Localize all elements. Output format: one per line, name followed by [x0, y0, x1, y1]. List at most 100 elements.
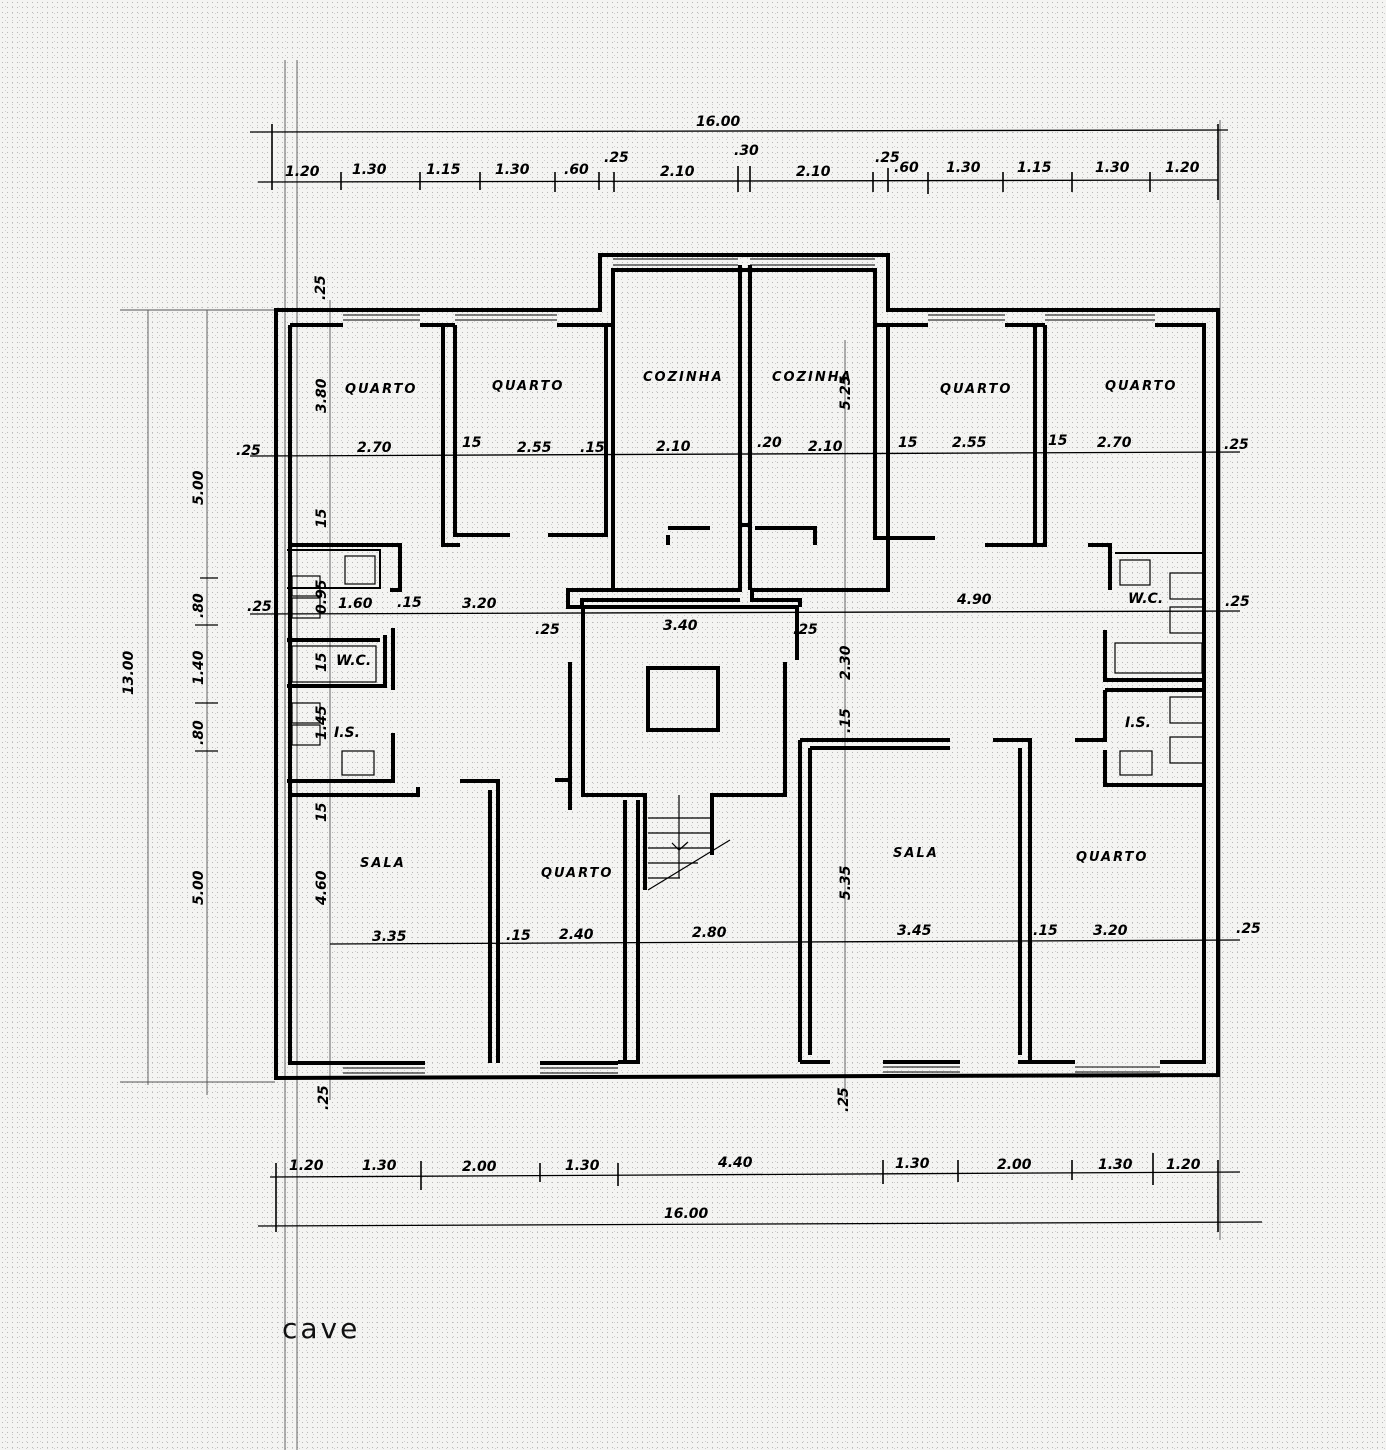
room-label-quarto-4: QUARTO	[1105, 379, 1177, 394]
room-label-sala-right: SALA	[893, 846, 939, 861]
dim-label: .25	[313, 275, 329, 300]
exterior-walls	[274, 253, 1220, 1081]
dim-label: 2.30	[838, 645, 854, 680]
dim-label: 2.10	[808, 439, 843, 455]
left-total-dimension: 13.00	[121, 650, 137, 695]
bathtub-icon	[291, 645, 377, 683]
bottom-dim-9: 1.20	[1166, 1157, 1201, 1173]
dim-label: 3.40	[663, 618, 698, 634]
dim-label: 3.20	[462, 596, 497, 612]
bottom-dim-7: 2.00	[997, 1157, 1032, 1173]
window	[540, 1067, 618, 1074]
dim-label: 15	[314, 802, 330, 822]
bottom-total-dimension: 16.00	[664, 1206, 709, 1222]
window	[1045, 314, 1155, 321]
bottom-dim-6: 1.30	[895, 1156, 930, 1172]
room-label-quarto-3: QUARTO	[940, 382, 1012, 397]
dim-label: .25	[836, 1087, 852, 1112]
window	[343, 1067, 425, 1074]
toilet-icon	[291, 575, 321, 619]
dim-label: .25	[1236, 921, 1261, 937]
dim-label: .25	[247, 599, 272, 615]
dim-label: 2.55	[517, 440, 552, 456]
top-dim-10: .25	[875, 150, 900, 166]
top-dim-7: 2.10	[660, 164, 695, 180]
bottom-dimension-chain: 1.20 1.30 2.00 1.30 4.40 1.30 2.00 1.30 …	[257, 1153, 1263, 1232]
room-label-quarto-5: QUARTO	[541, 866, 613, 881]
toilet-icon	[1169, 696, 1205, 764]
room-label-is-left: I.S.	[334, 725, 360, 741]
top-dim-15: 1.20	[1165, 160, 1200, 176]
window	[613, 258, 738, 266]
top-dim-12: 1.30	[946, 160, 981, 176]
dim-label: 2.70	[357, 440, 392, 456]
window	[1075, 1066, 1160, 1073]
dim-label: .15	[506, 928, 531, 944]
room-labels: QUARTO QUARTO COZINHA COZINHA QUARTO QUA…	[334, 370, 1177, 881]
dim-label: 2.70	[1097, 435, 1132, 451]
top-dimension-chain: 16.00 1.20 1.30 1.15 1.30 .60 .25 2.10 .…	[249, 114, 1229, 200]
dim-label: .15	[838, 708, 854, 733]
dim-label: 3.45	[897, 923, 932, 939]
window	[750, 258, 875, 266]
window	[928, 314, 1005, 321]
bottom-dim-1: 1.20	[289, 1158, 324, 1174]
bottom-dim-4: 1.30	[565, 1158, 600, 1174]
dim-label: .15	[397, 595, 422, 611]
bottom-dim-3: 2.00	[462, 1159, 497, 1175]
room-label-quarto-6: QUARTO	[1076, 850, 1148, 865]
top-dim-6: .25	[604, 150, 629, 166]
top-dim-1: 1.20	[285, 164, 320, 180]
fixtures	[291, 555, 1205, 891]
dim-label: 2.55	[952, 435, 987, 451]
basin-icon	[1119, 750, 1153, 776]
room-label-sala-left: SALA	[360, 856, 406, 871]
dim-label: 5.35	[838, 865, 854, 900]
top-ticks	[340, 166, 1151, 194]
top-dim-13: 1.15	[1017, 160, 1052, 176]
dim-label: 3.20	[1093, 923, 1128, 939]
bathtub-icon	[1114, 642, 1203, 674]
interior-dimension-lines	[249, 451, 1241, 945]
dim-label: .25	[236, 443, 261, 459]
top-dim-8: .30	[734, 143, 759, 159]
dim-label: 3.35	[372, 929, 407, 945]
left-dim-upper: 5.00	[191, 470, 207, 505]
dim-label: .25	[1224, 437, 1249, 453]
window	[455, 314, 557, 321]
top-dim-5: .60	[564, 162, 589, 178]
dim-label: 15	[1048, 433, 1068, 449]
top-dim-4: 1.30	[495, 162, 530, 178]
staircase-icon	[647, 795, 731, 891]
room-label-wc-left: W.C.	[336, 653, 371, 669]
drawing-caption: cave	[282, 1312, 361, 1345]
left-dim-lower: 5.00	[191, 870, 207, 905]
top-total-dimension: 16.00	[696, 114, 741, 130]
dim-label: 0.95	[314, 579, 330, 614]
left-dimension-chain: 13.00 5.00 .80 1.40 .80 5.00	[121, 470, 218, 905]
windows	[343, 258, 1160, 1074]
room-label-cozinha-1: COZINHA	[643, 370, 724, 385]
dim-label: 15	[314, 508, 330, 528]
dim-label: .15	[1033, 923, 1058, 939]
bathtub-icon	[344, 555, 376, 585]
window	[883, 1066, 960, 1073]
bottom-dim-8: 1.30	[1098, 1157, 1133, 1173]
dim-label: 5.25	[838, 375, 854, 410]
dim-label: 15	[462, 435, 482, 451]
dim-label: .20	[757, 435, 782, 451]
toilet-icon	[1169, 572, 1205, 634]
interior-walls	[287, 265, 1204, 1064]
room-label-quarto-1: QUARTO	[345, 382, 417, 397]
left-dim-4: .80	[191, 720, 207, 745]
dim-label: 4.90	[956, 592, 992, 608]
dim-label: 1.60	[338, 596, 373, 612]
top-dim-9: 2.10	[796, 164, 831, 180]
dim-label: 15	[898, 435, 918, 451]
dim-label: .25	[793, 622, 818, 638]
dim-label: 2.40	[559, 927, 594, 943]
dim-label: .25	[1225, 594, 1250, 610]
dim-label: 2.80	[692, 925, 727, 941]
dim-label: .15	[580, 440, 605, 456]
